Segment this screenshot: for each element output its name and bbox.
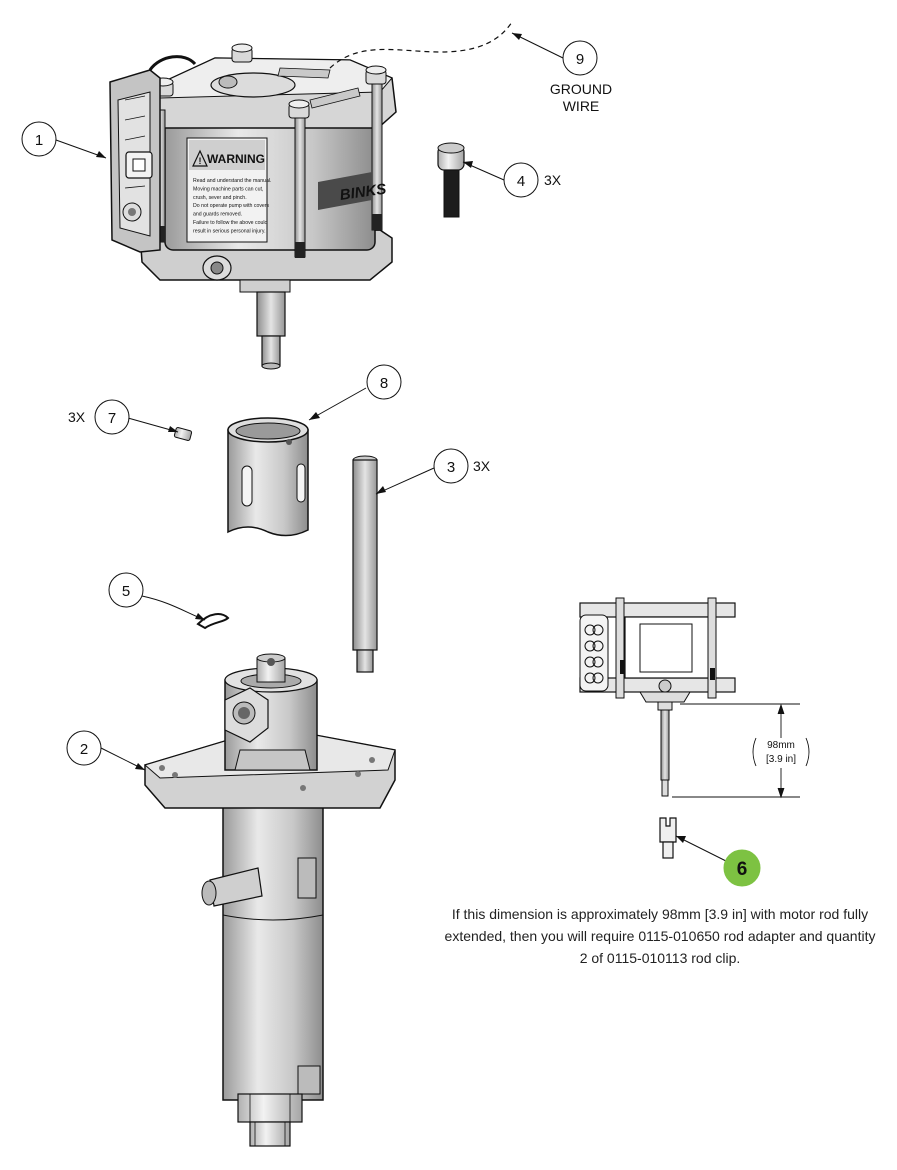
svg-text:1: 1 <box>35 132 43 149</box>
callout-6-highlight: 6 <box>723 849 761 887</box>
svg-text:6: 6 <box>737 859 748 880</box>
callout-5: 5 <box>108 572 144 608</box>
warning-label-line: result in serious personal injury. <box>193 228 266 234</box>
tie-rod-nut <box>231 43 253 63</box>
svg-text:9: 9 <box>576 51 584 68</box>
callout-4: 4 3X <box>503 162 562 198</box>
rod-part <box>352 455 378 673</box>
svg-text:!: ! <box>199 156 202 166</box>
warning-label-line: Do not operate pump with covers <box>193 203 270 209</box>
cap-screw-part <box>437 142 465 218</box>
svg-text:2: 2 <box>80 741 88 758</box>
ground-wire-label-line2: WIRE <box>563 98 600 114</box>
svg-text:8: 8 <box>380 375 388 392</box>
svg-text:7: 7 <box>108 410 116 427</box>
warning-label-line: Read and understand the manual. <box>193 178 271 184</box>
brand-decal: BINKS <box>318 172 387 210</box>
callout-2: 2 <box>66 730 102 766</box>
svg-text:4: 4 <box>517 173 525 190</box>
callout-9: 9 <box>562 40 598 76</box>
callout-8: 8 <box>366 364 402 400</box>
rod-adapter-part <box>659 817 677 859</box>
callout-7: 7 3X <box>68 399 130 435</box>
brand-text: BINKS <box>339 181 388 204</box>
dimension-line <box>672 703 810 799</box>
warning-label-line: Moving machine parts can cut, <box>193 186 263 192</box>
rod-adapter-note: If this dimension is approximately 98mm … <box>444 906 876 966</box>
callout-3-qty: 3X <box>473 458 491 474</box>
ground-wire-label-line1: GROUND <box>550 81 612 97</box>
warning-label-title: WARNING <box>207 152 265 166</box>
rod-clip-part <box>196 613 230 630</box>
dimension-metric: 98mm <box>767 740 795 751</box>
pump-lower-assembly <box>143 653 396 1147</box>
callout-1: 1 <box>21 121 57 157</box>
side-view-assembly: 98mm [3.9 in] <box>579 597 810 859</box>
tie-rod-nut <box>365 65 387 85</box>
set-screw-part <box>173 427 193 441</box>
air-motor-assembly: ! WARNING Read and understand the manual… <box>109 43 397 370</box>
svg-text:3: 3 <box>447 459 455 476</box>
warning-label-line: crush, sever and pinch. <box>193 195 247 201</box>
warning-label-line: Failure to follow the above could <box>193 220 268 226</box>
warning-label-lines: Read and understand the manual. Moving ma… <box>193 178 271 234</box>
warning-label-line: and guards removed. <box>193 212 242 218</box>
warning-label: ! WARNING Read and understand the manual… <box>186 137 271 243</box>
ground-wire <box>329 21 513 69</box>
callout-3: 3 3X <box>433 448 491 484</box>
leader-arrowheads <box>96 33 686 843</box>
callout-4-qty: 3X <box>544 172 562 188</box>
dimension-imperial: [3.9 in] <box>766 754 796 765</box>
svg-text:5: 5 <box>122 583 130 600</box>
adapter-sleeve-part <box>227 417 309 537</box>
tie-rod-nut <box>288 99 310 119</box>
callout-7-qty: 3X <box>68 409 86 425</box>
